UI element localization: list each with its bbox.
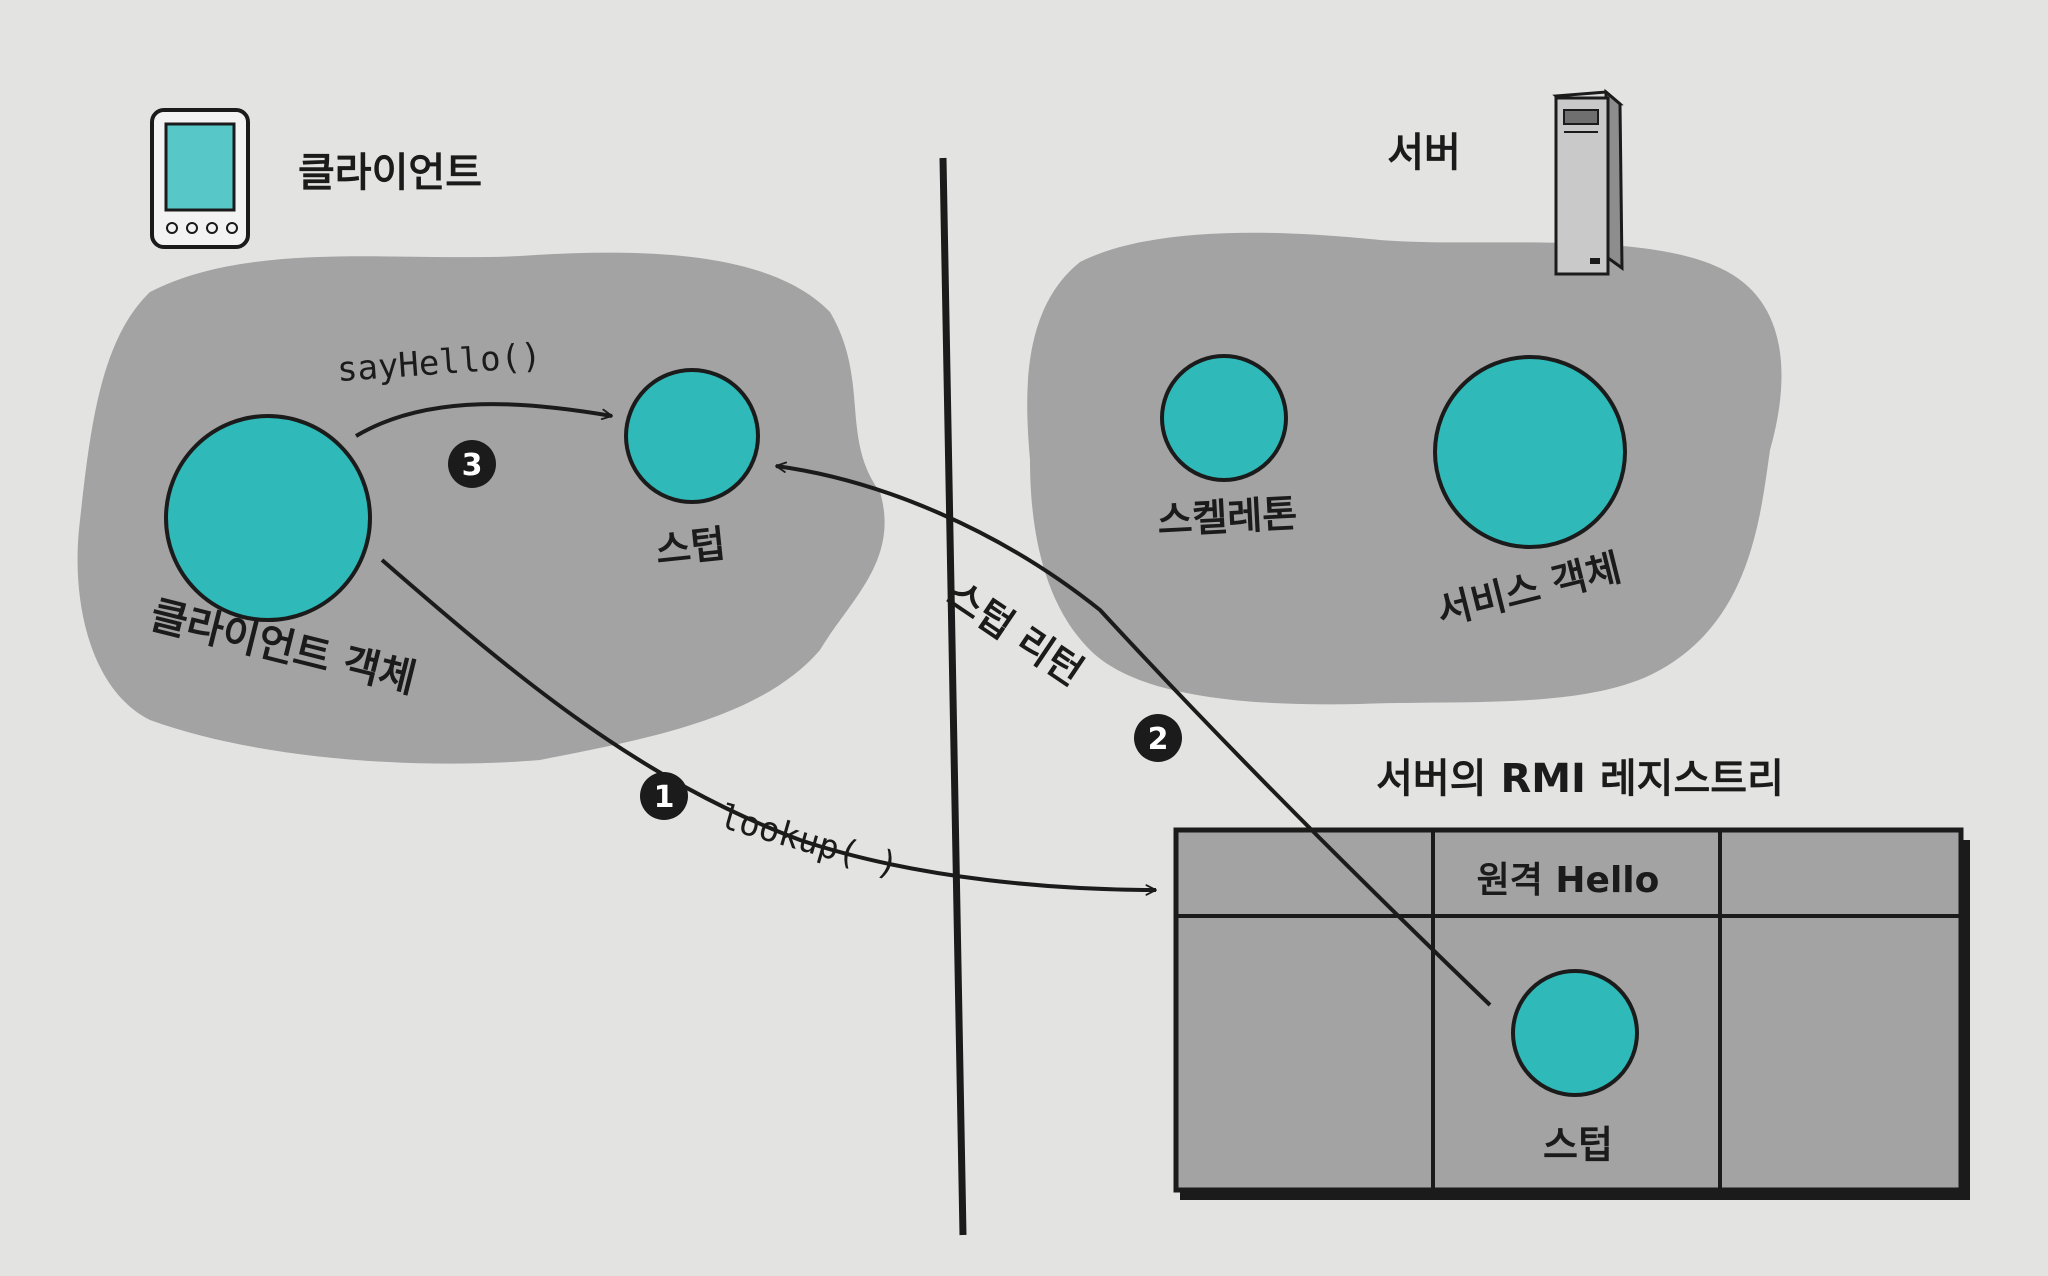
svg-text:2: 2 [1148,722,1169,757]
arrow-say-hello [354,402,613,438]
svg-text:3: 3 [462,448,483,483]
svg-text:1: 1 [654,780,675,815]
step-badge-3: 3 [448,440,496,488]
registry-stub [1511,969,1639,1097]
registry-entry-name: 원격 Hello [1477,860,1660,901]
service-object [1433,355,1627,549]
skeleton-label: 스켈레톤 [1156,491,1298,542]
lookup-label: lookup( ) [715,797,903,886]
client-object [164,414,372,622]
step-badge-1: 1 [640,772,688,820]
client-stub-label: 스텁 [654,522,728,573]
registry-table [1173,827,1970,1200]
registry-stub-label: 스텁 [1543,1123,1613,1167]
arrow-stub-return [775,461,1492,1007]
network-divider [939,157,967,1236]
skeleton-object [1160,354,1288,482]
server-area-blob [1027,232,1782,705]
server-tower-icon [1552,88,1624,276]
tablet-icon [150,108,250,249]
step-badge-2: 2 [1134,714,1182,762]
server-title: 서버 [1387,130,1461,176]
client-title: 클라이언트 [298,150,482,196]
arrow-lookup [380,558,1157,896]
registry-title: 서버의 RMI 레지스트리 [1376,756,1784,802]
client-stub [624,368,760,504]
